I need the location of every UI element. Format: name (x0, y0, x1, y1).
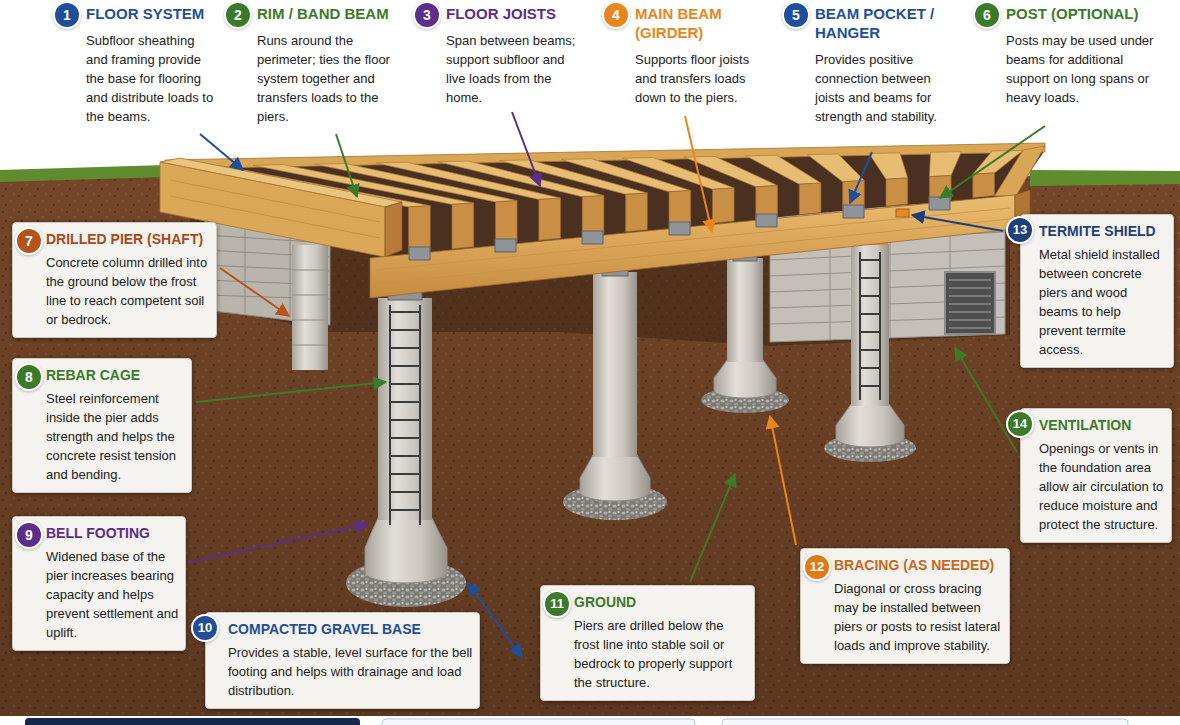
callout-heading: FLOOR SYSTEM (86, 4, 216, 23)
end-rim (995, 146, 1046, 196)
leader-line (512, 112, 540, 186)
callout-box: 10COMPACTED GRAVEL BASEProvides a stable… (205, 612, 480, 709)
callout-heading: DRILLED PIER (SHAFT) (46, 230, 210, 248)
bell-footing (580, 455, 650, 501)
callout-box: 7 DRILLED PIER (SHAFT) Concrete column dri… (12, 222, 217, 338)
callout: 5 BEAM POCKET / HANGER Provides positive c… (784, 0, 962, 129)
soil-shade (0, 172, 1180, 716)
rim-beam-end (385, 202, 402, 257)
callout: 6 POST (OPTIONAL) Posts may be used under … (975, 0, 1165, 110)
callout-text: Openings or vents in the foundation area… (1039, 439, 1165, 534)
footer-panel (382, 719, 695, 725)
wood-grain (375, 208, 1010, 284)
callout-number: 10 (193, 616, 217, 640)
callout-heading: POST (OPTIONAL) (1006, 4, 1161, 23)
callout-text: Runs around the perimeter; ties the floo… (257, 31, 392, 126)
callout-text: Posts may be used under beams for additi… (1006, 31, 1161, 107)
callout-text: Concrete column drilled into the ground … (46, 253, 210, 329)
pier-shaft (593, 272, 637, 457)
callout: 3 FLOOR JOISTS Span between beams; support… (415, 0, 590, 110)
leader-line (685, 116, 712, 232)
callout-number: 1 (55, 3, 79, 27)
rebar-cage (860, 252, 880, 400)
callout-heading: BRACING (AS NEEDED) (834, 556, 1003, 574)
callout: 4 MAIN BEAM (GIRDER) Supports floor joists… (604, 0, 776, 110)
callout: 1 FLOOR SYSTEM Subfloor sheathing and fram… (55, 0, 220, 129)
vent-slats (949, 280, 991, 328)
callout-heading: COMPACTED GRAVEL BASE (228, 620, 473, 638)
callout-number: 9 (17, 523, 41, 547)
leader-line (336, 134, 357, 197)
main-beam (370, 195, 1015, 298)
callout-heading: MAIN BEAM (GIRDER) (635, 4, 772, 42)
callout-number: 2 (226, 3, 250, 27)
callout-text: Metal shield installed between concrete … (1039, 245, 1167, 359)
grass (1030, 170, 1180, 186)
callout-number: 6 (975, 3, 999, 27)
pier-shaft (851, 244, 889, 406)
callout-box: 12 BRACING (AS NEEDED) Diagonal or cross b… (800, 548, 1010, 664)
callout-number: 14 (1008, 412, 1032, 436)
callout-heading: RIM / BAND BEAM (257, 4, 392, 23)
rebar-cage (390, 305, 420, 525)
callout-text: Provides positive connection between joi… (815, 50, 958, 126)
callout-number: 11 (545, 592, 569, 616)
leader-line (940, 126, 1045, 198)
callout-number: 7 (17, 229, 41, 253)
callout-heading: BEAM POCKET / HANGER (815, 4, 958, 42)
callout-box: 9 BELL FOOTING Widened base of the pier in… (12, 516, 186, 651)
callout-box: 8 REBAR CAGE Steel reinforcement inside th… (12, 358, 192, 493)
callout: 2 RIM / BAND BEAM Runs around the perimete… (226, 0, 396, 129)
leader-line (955, 348, 1017, 452)
callout-text: Diagonal or cross bracing may be install… (834, 579, 1003, 655)
bell-footing (714, 360, 776, 398)
callout-box: 13TERMITE SHIELDMetal shield installed b… (1020, 214, 1174, 368)
footer-panel (25, 718, 360, 725)
callout-heading: REBAR CAGE (46, 366, 185, 384)
leader-line (770, 416, 796, 545)
callout-number: 4 (604, 3, 628, 27)
callout-number: 5 (784, 3, 808, 27)
leader-line (220, 268, 289, 316)
leader-line (850, 152, 872, 203)
leader-line (690, 474, 735, 582)
leader-line (200, 134, 243, 170)
callout-heading: TERMITE SHIELD (1039, 222, 1167, 240)
callout-heading: VENTILATION (1039, 416, 1165, 434)
leader-line (196, 382, 386, 402)
callout-number: 3 (415, 3, 439, 27)
foundation-vent (945, 272, 995, 334)
callout-text: Steel reinforcement inside the pier adds… (46, 389, 185, 484)
pier-shaft (727, 258, 763, 362)
leader-line (912, 215, 1003, 231)
leader-line (190, 524, 368, 562)
callout-text: Subfloor sheathing and framing provide t… (86, 31, 216, 126)
callout-heading: FLOOR JOISTS (446, 4, 586, 23)
callout-number: 8 (17, 365, 41, 389)
bell-footing (365, 518, 447, 583)
callout-number: 13 (1008, 218, 1032, 242)
callout-text: Provides a stable, level surface for the… (228, 643, 473, 700)
callout-text: Widened base of the pier increases beari… (46, 547, 179, 642)
callout-text: Supports floor joists and transfers load… (635, 50, 772, 107)
callout-text: Span between beams; support subfloor and… (446, 31, 586, 107)
callout-text: Piers are drilled below the frost line i… (574, 616, 748, 692)
pier-joints (292, 270, 328, 345)
callout-box: 14VENTILATIONOpenings or vents in the fo… (1020, 408, 1172, 543)
grass (0, 165, 165, 182)
pier-shaft (378, 298, 432, 520)
callout-heading: GROUND (574, 593, 748, 611)
termite-shield (896, 209, 909, 217)
callout-box: 11 GROUND Piers are drilled below the fros… (540, 585, 755, 701)
callout-heading: BELL FOOTING (46, 524, 179, 542)
pier-shaft (292, 245, 328, 370)
soil (0, 172, 1180, 716)
footer-panel (722, 719, 1128, 725)
beam-hangers (409, 197, 950, 260)
callout-number: 12 (805, 555, 829, 579)
bell-footing (836, 404, 904, 447)
